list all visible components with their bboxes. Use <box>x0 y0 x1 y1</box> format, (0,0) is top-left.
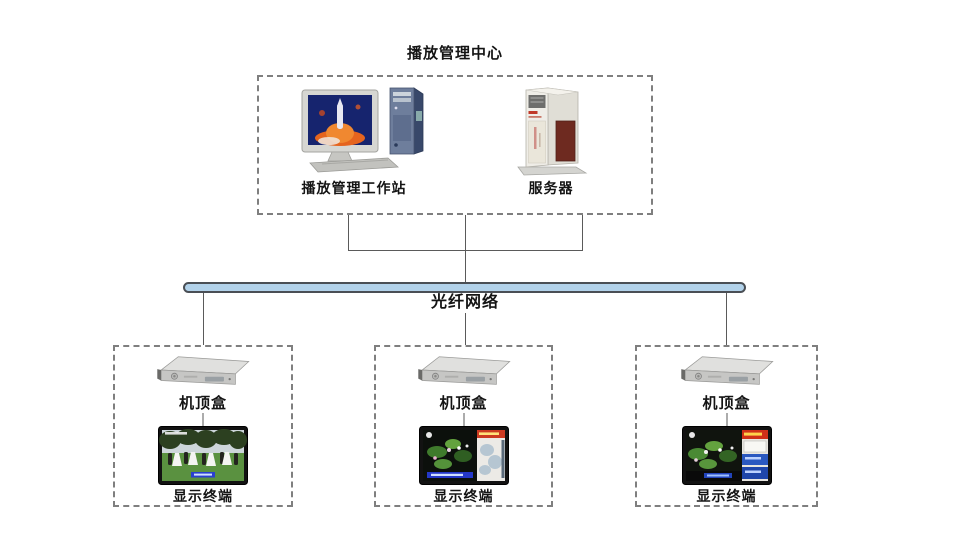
stb-label: 机顶盒 <box>702 395 751 412</box>
diagram-title: 播放管理中心 <box>406 45 503 62</box>
connector-line-workstation <box>348 215 349 251</box>
display-label: 显示终端 <box>173 488 233 504</box>
display-icon <box>418 426 509 485</box>
management-center-box <box>257 75 653 215</box>
connector-line-server <box>582 215 583 251</box>
fiber-network-label: 光纤网络 <box>392 293 538 313</box>
display-label: 显示终端 <box>433 488 494 504</box>
stb-label: 机顶盒 <box>178 395 227 412</box>
connector-line-center-drop <box>465 292 466 345</box>
stb-display-connector <box>726 413 727 428</box>
stb-label: 机顶盒 <box>439 395 488 412</box>
workstation-label: 播放管理工作站 <box>301 180 407 196</box>
workstation-icon <box>296 83 436 175</box>
stb-display-connector <box>463 413 464 428</box>
connector-line-center-down <box>465 215 466 283</box>
connector-line-right-drop <box>726 292 727 345</box>
connector-line-left-drop <box>203 292 204 345</box>
stb-icon <box>412 351 516 391</box>
terminal-group-2-box: 机顶盒 <box>374 345 553 507</box>
stb-icon <box>151 351 255 391</box>
stb-icon <box>675 351 779 391</box>
stb-display-connector <box>202 413 204 428</box>
fiber-network-bar <box>183 282 746 293</box>
terminal-group-1-box: 机顶盒 <box>113 345 293 507</box>
display-icon <box>158 426 248 485</box>
terminal-group-3-box: 机顶盒 <box>635 345 818 507</box>
server-icon <box>512 83 592 177</box>
server-label: 服务器 <box>528 180 574 196</box>
display-label: 显示终端 <box>696 488 757 504</box>
display-icon <box>681 426 772 485</box>
